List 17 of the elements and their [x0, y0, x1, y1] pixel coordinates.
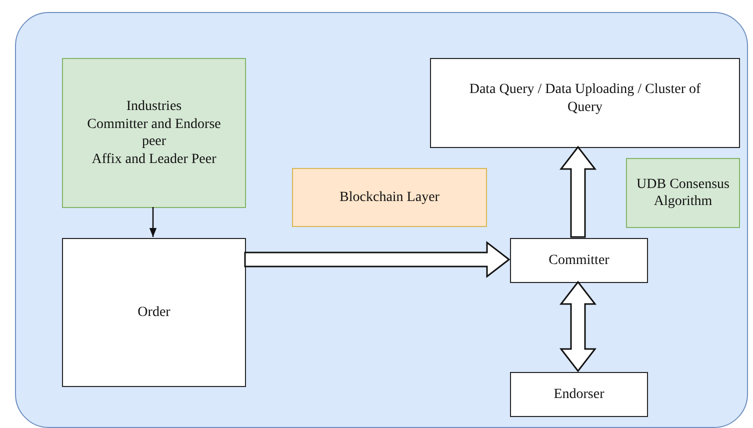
panel-background [15, 12, 748, 428]
process-box [510, 238, 648, 283]
node-text: Committer [548, 252, 610, 270]
layer-box [292, 168, 487, 227]
node-text: Committer and Endorse peer [86, 116, 222, 150]
node-text: Order [138, 304, 170, 322]
process-box [62, 58, 246, 208]
node-text: Blockchain Layer [340, 188, 440, 206]
process-box [626, 158, 740, 228]
node-text: Affix and Leader Peer [92, 150, 216, 168]
process-box [510, 372, 648, 417]
node-text: Data Query / Data Uploading / Cluster of Query [468, 81, 702, 116]
process-box [430, 58, 740, 148]
node-text: Endorser [554, 386, 604, 404]
node-text: Industries [126, 98, 182, 116]
node-text: UDB Consensus Algorithm [636, 176, 730, 210]
process-box [62, 238, 246, 387]
